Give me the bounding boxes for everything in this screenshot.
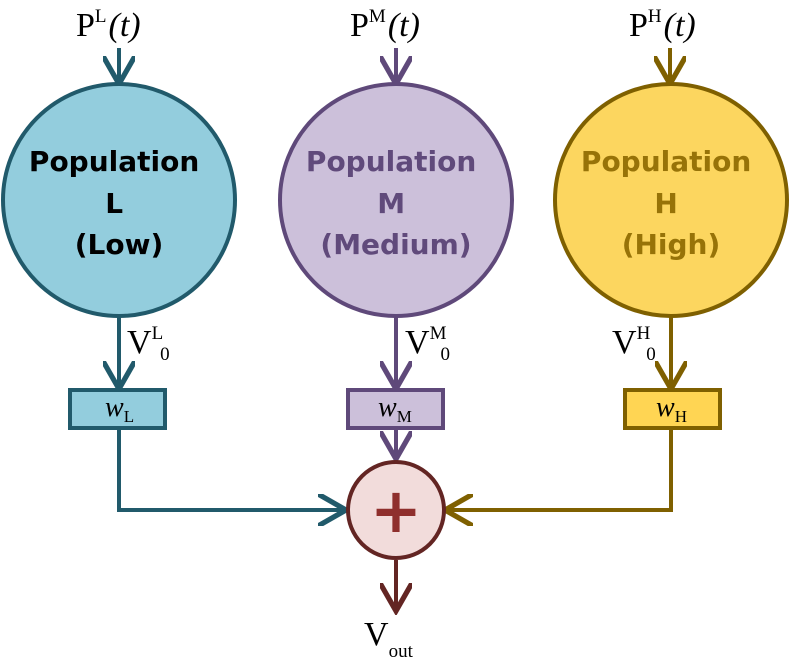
output-label: Vout xyxy=(364,616,414,662)
population-high-circle xyxy=(553,82,789,318)
input-label-low: PL(t) xyxy=(76,6,141,44)
voltage-high-sub: 0 xyxy=(646,344,656,365)
input-medium-base: P xyxy=(350,7,369,44)
weight-low-base: w xyxy=(105,392,124,423)
input-high-sup: H xyxy=(648,6,662,27)
input-low-sup: L xyxy=(95,6,107,27)
output-base: V xyxy=(364,616,389,653)
population-medium: Population M (Medium) xyxy=(278,82,514,318)
population-medium-line1: Population xyxy=(306,145,476,178)
population-medium-line2: M xyxy=(377,187,405,220)
weight-high-box xyxy=(623,388,722,430)
voltage-low-base: V xyxy=(127,324,152,361)
input-label-high: PH(t) xyxy=(629,6,696,44)
voltage-medium-base: V xyxy=(405,324,430,361)
input-medium-sup: M xyxy=(369,6,386,27)
svg-text:Population L (Low): Population L (Low) xyxy=(29,145,209,261)
output-sub: out xyxy=(389,641,414,662)
population-medium-line3: (Medium) xyxy=(320,228,471,261)
svg-text:Population H (High: Population H (High) xyxy=(581,145,761,261)
population-high-line2: H xyxy=(654,187,677,220)
population-high: Population H (High) xyxy=(553,82,789,318)
weight-high-base: w xyxy=(656,392,675,423)
svg-text:wM: wM xyxy=(378,392,412,426)
weight-high: wH xyxy=(623,388,722,430)
svg-text:wL: wL xyxy=(105,392,134,426)
voltage-low-sub: 0 xyxy=(160,344,170,365)
input-low-arg: (t) xyxy=(109,7,141,44)
voltage-medium-sub: 0 xyxy=(440,344,450,365)
weight-medium-box xyxy=(346,388,445,430)
weight-medium-sub: M xyxy=(397,407,412,426)
summation-circle xyxy=(346,460,446,560)
voltage-low-sup: L xyxy=(152,323,164,344)
population-high-line1: Population xyxy=(581,145,751,178)
connector-low-to-sum xyxy=(117,430,342,510)
population-low-line3: (Low) xyxy=(75,228,164,261)
weight-high-sub: H xyxy=(675,407,687,426)
svg-text:wH: wH xyxy=(656,392,687,426)
weight-low-sub: L xyxy=(124,407,134,426)
weight-medium: wM xyxy=(346,388,445,430)
population-low: Population L (Low) xyxy=(1,82,237,318)
input-high-arg: (t) xyxy=(664,7,696,44)
population-medium-circle xyxy=(278,82,514,318)
svg-text:Population M (Medi: Population M (Medium) xyxy=(306,145,486,261)
input-label-medium: PM(t) xyxy=(350,6,420,44)
input-low-base: P xyxy=(76,7,95,44)
connector-high-to-sum xyxy=(449,430,673,510)
population-low-line1: Population xyxy=(29,145,199,178)
voltage-high-sup: H xyxy=(637,323,651,344)
voltage-high-base: V xyxy=(612,324,637,361)
input-high-base: P xyxy=(629,7,648,44)
weight-medium-base: w xyxy=(378,392,397,423)
voltage-medium-sup: M xyxy=(430,323,447,344)
plus-symbol: + xyxy=(370,474,422,547)
summation-node: + xyxy=(346,460,446,560)
population-low-line2: L xyxy=(105,187,123,220)
input-medium-arg: (t) xyxy=(388,7,420,44)
population-low-circle xyxy=(1,82,237,318)
population-high-line3: (High) xyxy=(622,228,721,261)
weight-low-box xyxy=(68,388,167,430)
weight-low: wL xyxy=(68,388,167,430)
